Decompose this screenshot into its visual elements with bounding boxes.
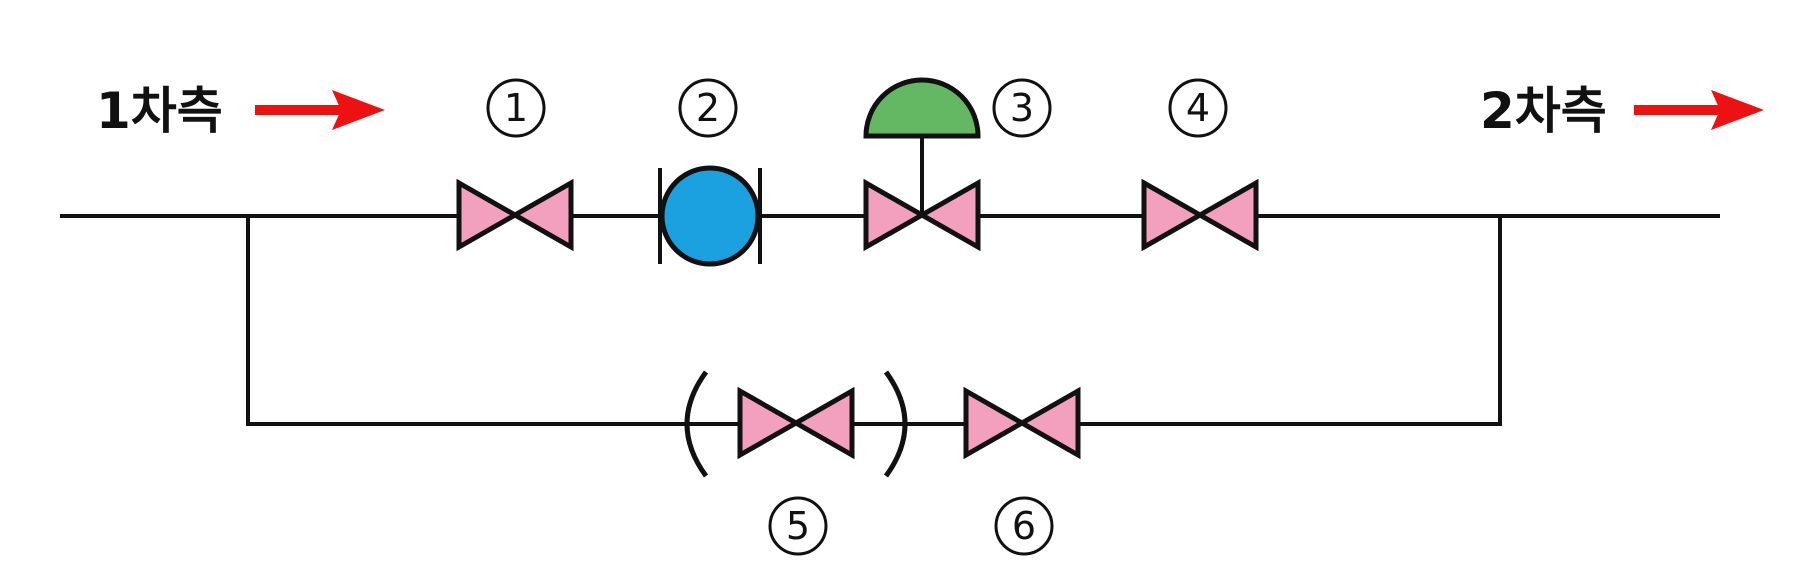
control-valve-3 — [863, 77, 981, 252]
marker-4: 4 — [1168, 78, 1228, 138]
marker-5: 5 — [768, 496, 828, 556]
marker-1: 1 — [486, 78, 546, 138]
gate-valve-5 — [684, 370, 908, 478]
marker-3: 3 — [992, 78, 1052, 138]
marker-6: 6 — [994, 496, 1054, 556]
outlet-label: 2차측 — [1480, 82, 1607, 140]
gate-valve-1 — [456, 178, 574, 252]
gate-valve-4 — [1141, 178, 1259, 252]
inlet-label: 1차측 — [96, 82, 223, 140]
svg-text:6: 6 — [1012, 504, 1036, 548]
inlet-flow-arrow — [255, 90, 385, 130]
gate-valve-6 — [963, 386, 1081, 460]
marker-2: 2 — [678, 78, 738, 138]
svg-text:3: 3 — [1010, 86, 1034, 130]
outlet-flow-arrow — [1634, 90, 1764, 130]
bypass-pipe — [246, 216, 1502, 426]
svg-text:1: 1 — [504, 86, 528, 130]
svg-text:2: 2 — [696, 86, 720, 130]
strainer-2 — [658, 165, 762, 267]
svg-text:5: 5 — [786, 504, 810, 548]
svg-text:4: 4 — [1186, 86, 1210, 130]
